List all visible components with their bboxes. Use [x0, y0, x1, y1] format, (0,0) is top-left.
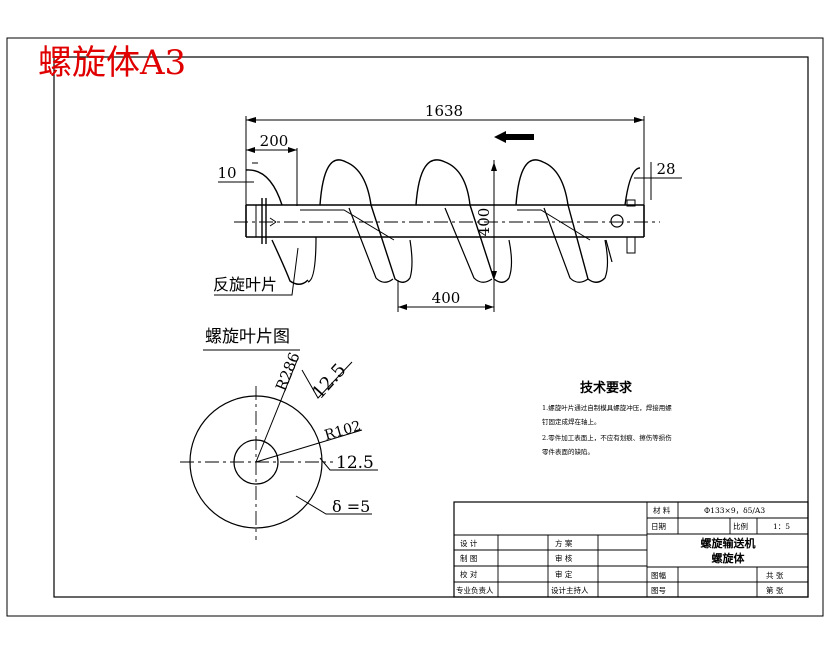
- approve-label: 审 定: [555, 569, 573, 579]
- dim-shaft-offset: 10: [217, 164, 236, 182]
- sheet-no-label: 第 张: [766, 585, 784, 595]
- dim-pitch: 400: [432, 289, 461, 307]
- date-label: 日期: [651, 522, 666, 531]
- thickness-label: δ =5: [332, 497, 370, 516]
- blade-view-title: 螺旋叶片图: [205, 327, 290, 347]
- design-label: 设 计: [460, 538, 478, 548]
- material-label: 材 料: [653, 505, 671, 515]
- inner-radius-label: R102: [323, 418, 363, 444]
- flow-direction-arrow: [494, 131, 534, 143]
- outer-radius-label: R286: [272, 350, 304, 394]
- material-value: Ф133×9，δ5/A3: [704, 506, 765, 515]
- total-sheets-label: 共 张: [766, 571, 784, 580]
- part-name: 螺旋体: [712, 551, 746, 565]
- review-label: 审 核: [555, 553, 573, 563]
- inner-roughness-label: 12.5: [336, 453, 374, 473]
- dim-end-gap: 28: [656, 160, 675, 178]
- title-block-text: 材 料 Ф133×9，δ5/A3 日期 比例 1：5 螺旋输送机 螺旋体 图幅 …: [456, 505, 790, 595]
- blade-view-geometry: [180, 357, 378, 540]
- dim-overall-length: 1638: [425, 102, 463, 120]
- dim-blade-height: 400: [475, 208, 493, 237]
- screw-assembly: [234, 159, 660, 285]
- draw-label: 制 图: [460, 553, 477, 563]
- tech-req-item2-line1: 2.零件加工表面上，不应有划痕、擦伤等损伤: [542, 433, 672, 442]
- chief-label: 设计主持人: [551, 585, 589, 595]
- reverse-blade-label: 反旋叶片: [213, 275, 277, 294]
- drawing-label: 图幅: [651, 570, 666, 580]
- dim-end-length: 200: [260, 132, 289, 150]
- product-name: 螺旋输送机: [701, 536, 756, 550]
- tech-req-item1-line1: 1.螺旋叶片通过自制模具螺旋冲压，焊接用螺: [542, 403, 672, 412]
- tech-req-item2-line2: 零件表面的缺陷。: [542, 447, 594, 456]
- title-block-grid: [453, 501, 809, 598]
- scale-label: 比例: [733, 521, 748, 531]
- responsible-label: 专业负责人: [456, 585, 494, 595]
- inner-frame: [53, 56, 809, 598]
- tech-req-item1-line2: 钉固定成焊在轴上。: [542, 417, 601, 426]
- plan-label: 方 案: [555, 538, 573, 548]
- tech-req-title: 技术要求: [580, 380, 633, 396]
- drawing-no-label: 图号: [651, 586, 666, 595]
- outer-roughness-label: 12.5: [308, 360, 350, 404]
- scale-value: 1：5: [773, 522, 790, 531]
- check-label: 校 对: [460, 569, 478, 579]
- outer-border: [6, 37, 824, 617]
- sheet-title: 螺旋体A3: [38, 43, 186, 83]
- dimension-arrows: [246, 117, 644, 310]
